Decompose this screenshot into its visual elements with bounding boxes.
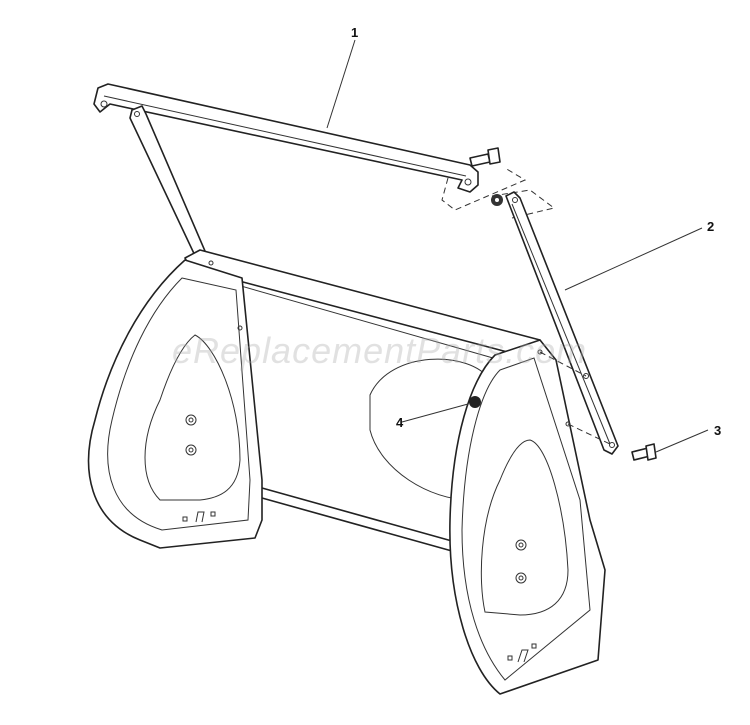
- right-side-plate[interactable]: [449, 339, 613, 695]
- nut-top[interactable]: [491, 194, 503, 206]
- bolt-top[interactable]: [469, 147, 501, 167]
- assembly-dashed-lines: [441, 167, 556, 219]
- callout-2[interactable]: 2: [707, 219, 715, 234]
- left-side-plate[interactable]: [87, 259, 263, 549]
- leader-lines: [326, 39, 709, 453]
- nut-center[interactable]: [469, 396, 481, 408]
- bolt-right[interactable]: [631, 443, 657, 461]
- upper-handle-bar[interactable]: [93, 83, 479, 193]
- callout-1[interactable]: 1: [351, 25, 359, 40]
- callout-4[interactable]: 4: [396, 415, 404, 430]
- callout-3[interactable]: 3: [714, 423, 722, 438]
- left-brace[interactable]: [129, 105, 209, 263]
- right-side-brace[interactable]: [505, 191, 619, 455]
